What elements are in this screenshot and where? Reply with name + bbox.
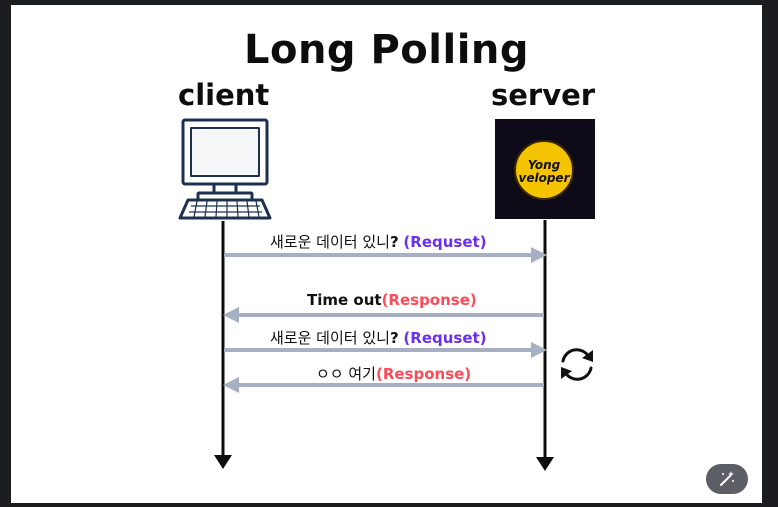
- message-label-3: 새로운 데이터 있니? (Requset): [270, 327, 487, 348]
- magic-edit-button[interactable]: [706, 464, 748, 494]
- response-tag: (Response): [381, 291, 477, 309]
- client-label: client: [178, 78, 270, 112]
- diagram-canvas: Long Polling client server: [11, 5, 762, 503]
- response-arrow-1: [223, 307, 544, 323]
- sequence-diagram: [178, 118, 593, 471]
- client-lifeline: [214, 221, 232, 469]
- message-text: Time out: [307, 291, 382, 309]
- response-tag: (Response): [375, 365, 472, 383]
- message-label-2: Time out(Response): [307, 291, 477, 309]
- server-label: server: [491, 78, 596, 112]
- message-text: 새로운 데이터 있니: [270, 233, 390, 251]
- message-mark: ?: [389, 233, 399, 251]
- computer-icon: [178, 118, 272, 220]
- request-arrow-2: [224, 342, 547, 358]
- request-arrow-1: [224, 247, 547, 263]
- logo-line-1: Yong: [527, 158, 561, 172]
- logo-line-2: veloper: [518, 171, 570, 185]
- magic-wand-icon: [720, 471, 734, 486]
- message-label-1: 새로운 데이터 있니? (Requset): [270, 231, 487, 252]
- message-text: ㅇㅇ 여기: [316, 365, 376, 383]
- server-lifeline: [536, 220, 554, 471]
- message-label-4: ㅇㅇ 여기(Response): [316, 363, 471, 384]
- logo-disc: Yong veloper: [514, 140, 574, 200]
- message-mark: ?: [389, 329, 399, 347]
- message-text: 새로운 데이터 있니: [270, 329, 390, 347]
- diagram-title: Long Polling: [243, 27, 530, 73]
- request-tag: (Requset): [403, 329, 487, 347]
- response-arrow-2: [223, 377, 544, 393]
- server-logo: Yong veloper: [495, 119, 595, 219]
- request-tag: (Requset): [403, 233, 487, 251]
- refresh-icon: [561, 348, 593, 381]
